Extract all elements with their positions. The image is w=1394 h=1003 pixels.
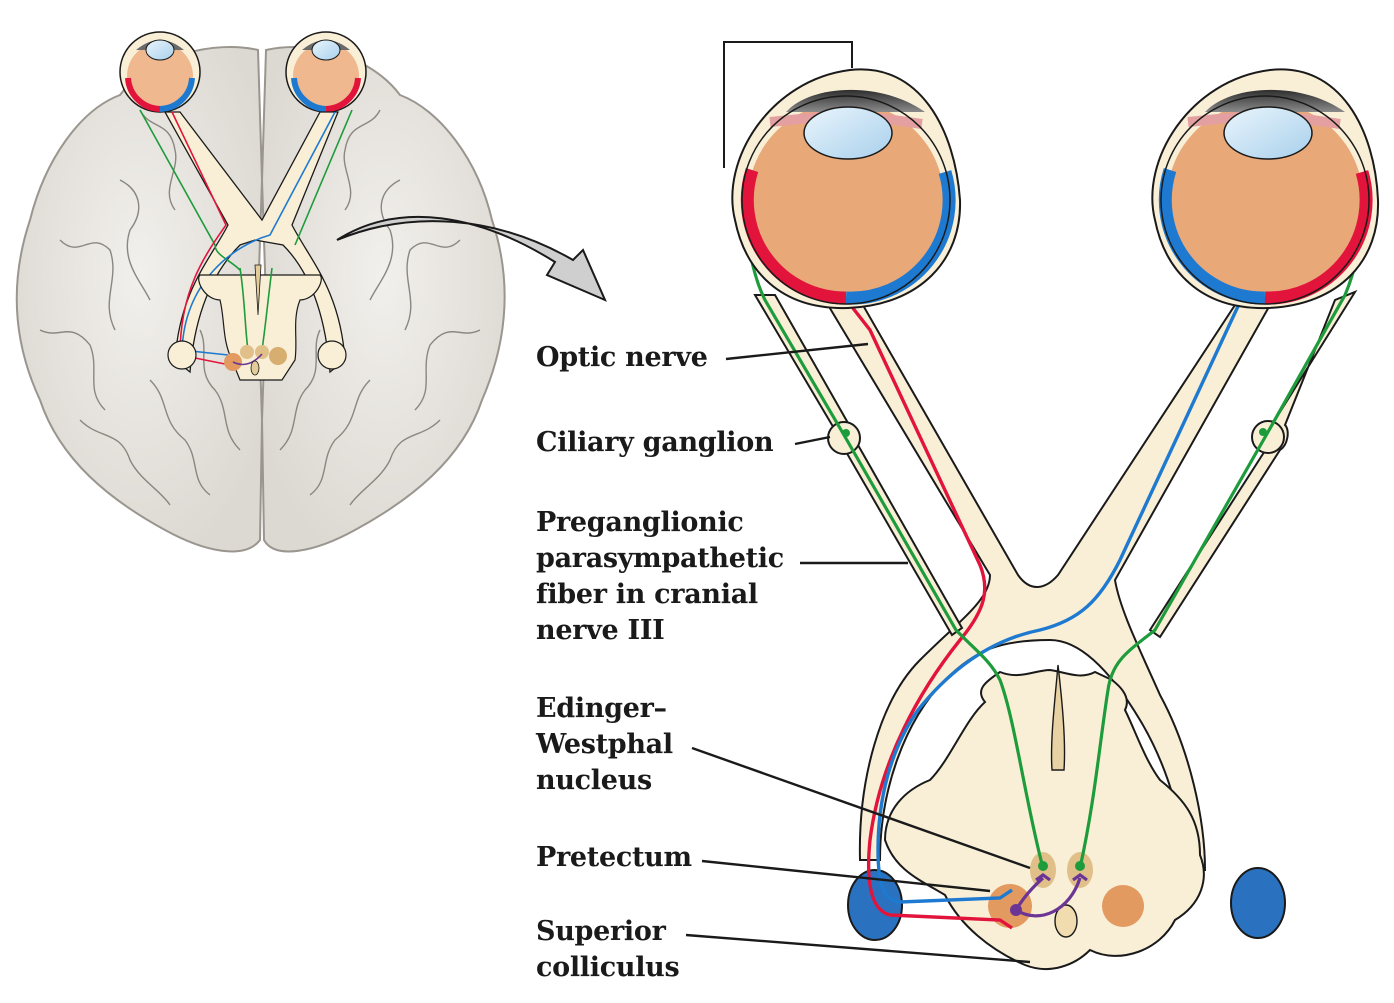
ganglion-neuron-left [842,429,850,437]
label-ciliary-ganglion: Ciliary ganglion [536,427,774,458]
ew-neuron-right [1075,861,1085,871]
main-left-eye [731,68,962,310]
pretectum-right [1102,885,1144,927]
pretectum-left [988,884,1032,928]
optic-nerve-body [823,299,1272,871]
leader-ciliary-ganglion [794,435,831,446]
brain-inset [15,31,506,553]
zoom-arrow [336,215,607,302]
inset-left-eye [119,31,201,113]
brain-right-hemisphere [260,46,506,553]
brain-sulci [39,109,481,506]
main-right-eye [1151,68,1380,310]
ciliary-ganglion-right [1251,420,1285,454]
label-preganglionic-fiber: Preganglionic parasympathetic fiber in c… [536,507,784,646]
leader-pretectum [701,859,991,893]
cerebral-aqueduct [1050,664,1066,771]
label-pretectum: Pretectum [536,842,692,873]
leader-optic-nerve [725,342,869,361]
pretectal-neuron [1010,904,1022,916]
leader-edinger-westphal [691,746,1031,870]
purple-interneuron [1014,873,1088,918]
leader-lines [685,342,1031,964]
label-optic-nerve: Optic nerve [536,342,708,373]
bracket [723,41,853,168]
blue-retinal-fiber [876,301,1242,904]
label-superior-colliculus: Superior colliculus [536,916,680,983]
superior-colliculus-marker [1054,904,1078,938]
ganglion-neuron-right [1259,428,1267,436]
leader-superior-colliculus [685,933,1031,964]
red-retinal-fiber [843,296,1013,930]
lgn-right [1230,867,1286,939]
ew-neuron-left [1038,861,1048,871]
inset-optic-pathway [139,109,353,381]
inset-right-eye [285,31,367,113]
label-edinger-westphal: Edinger– Westphal nucleus [536,693,673,796]
main-pathway [723,41,1380,970]
